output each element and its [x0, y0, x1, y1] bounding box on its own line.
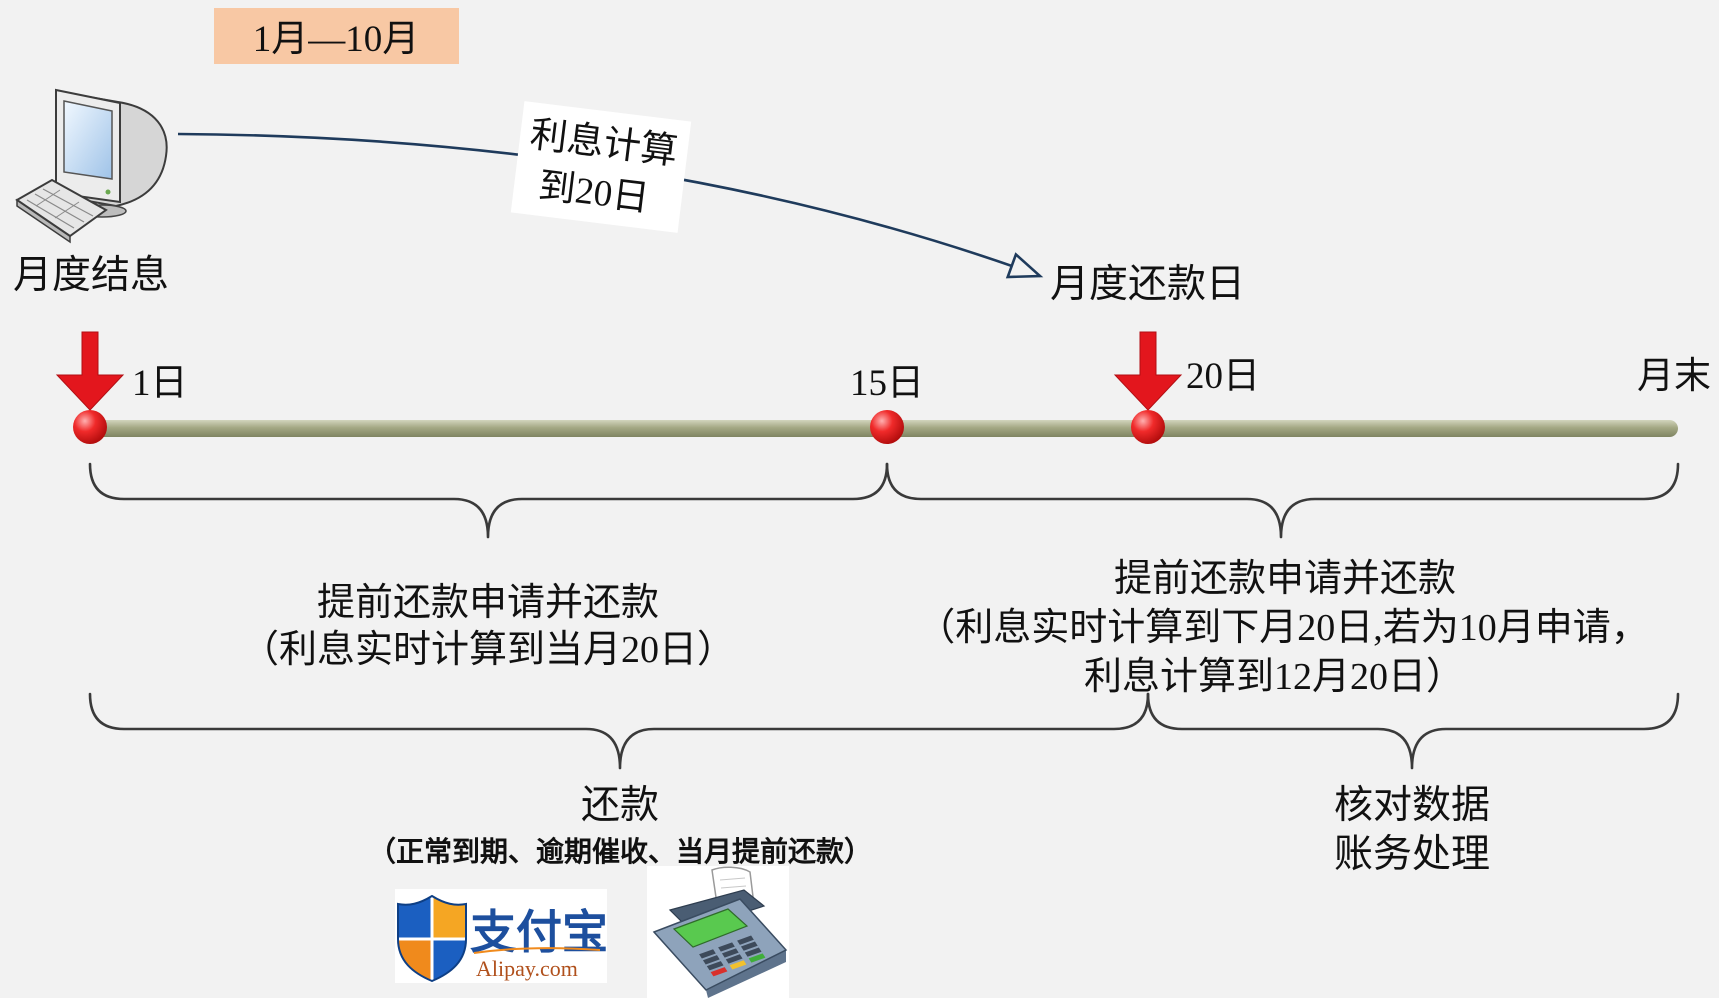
marker-arrow-day20: [1113, 331, 1183, 411]
pos-terminal-icon: [647, 866, 789, 998]
tick-label-day1: 1日: [132, 363, 188, 404]
marker-arrow-day1: [55, 331, 125, 411]
timeline-dot-day1: [73, 410, 107, 444]
interest-note-box: 利息计算 到20日: [510, 101, 692, 233]
tick-label-day15: 15日: [850, 363, 924, 404]
brace-day1-to-day15: [88, 462, 889, 539]
early-repayment-second-half-title: 提前还款申请并还款: [1114, 558, 1456, 600]
repayment-day-label: 月度还款日: [1050, 263, 1245, 306]
settlement-label: 月度结息: [13, 254, 169, 297]
period-badge: 1月—10月: [214, 8, 459, 64]
alipay-domain: Alipay.com: [476, 956, 578, 981]
brace-day1-to-day20: [88, 692, 1150, 770]
reconciliation-line2: 账务处理: [1334, 833, 1490, 876]
timeline-dot-day15: [870, 410, 904, 444]
brace-day15-to-month-end: [885, 462, 1680, 539]
repayment-title: 还款: [581, 784, 659, 827]
alipay-logo: 支付宝 Alipay.com: [395, 889, 608, 983]
early-repayment-first-half-note: （利息实时计算到当月20日）: [241, 629, 735, 671]
tick-label-day20: 20日: [1186, 356, 1260, 397]
tick-label-month-end: 月末: [1637, 356, 1711, 397]
early-repayment-first-half-title: 提前还款申请并还款: [317, 582, 659, 624]
brace-day20-to-month-end: [1146, 692, 1680, 770]
early-repayment-second-half-note-line2: 利息计算到12月20日）: [1084, 656, 1464, 698]
period-badge-box: [214, 8, 459, 64]
reconciliation-line1: 核对数据: [1334, 784, 1490, 827]
early-repayment-second-half-note-line1: （利息实时计算到下月20日,若为10月申请，: [917, 607, 1649, 649]
period-label: 1月—10月: [253, 19, 420, 60]
repayment-note: （正常到期、逾期催收、当月提前还款）: [368, 835, 872, 868]
timeline-dot-day20: [1131, 410, 1165, 444]
computer-icon: [15, 88, 168, 244]
